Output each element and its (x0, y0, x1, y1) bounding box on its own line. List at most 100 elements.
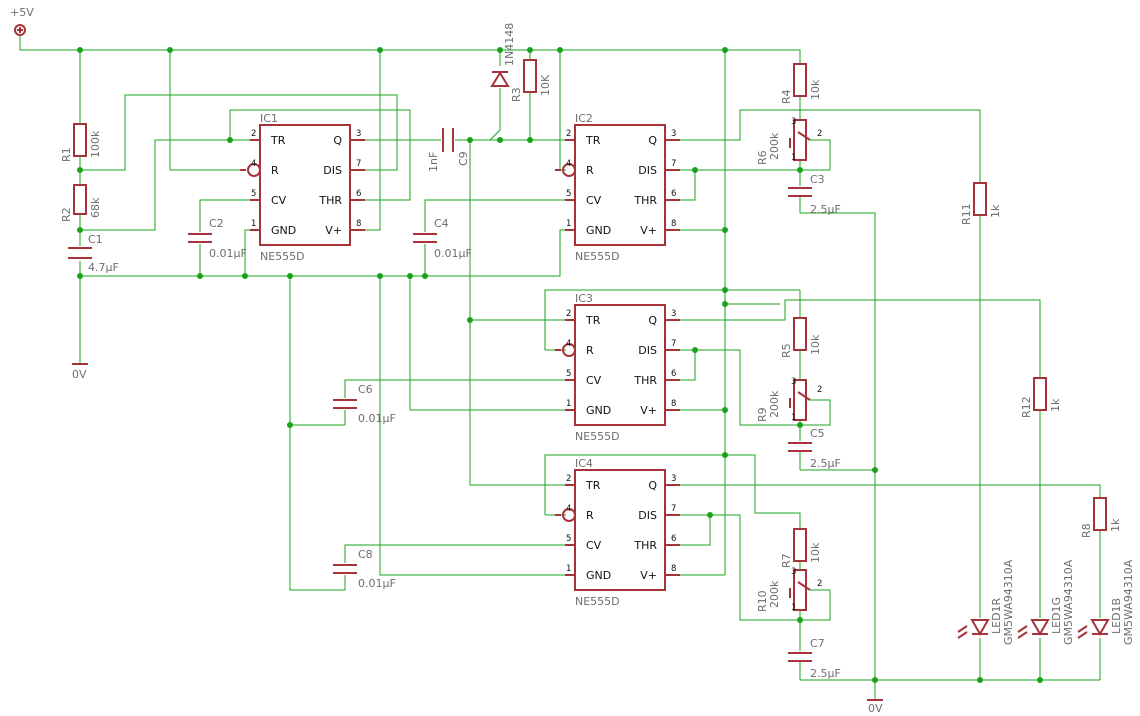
svg-text:6: 6 (356, 189, 361, 199)
diode-1n4148: 1N4148 (490, 23, 516, 87)
pin-label: Q (648, 479, 657, 492)
pin-label: DIS (638, 344, 657, 357)
potentiometer-r9-name: R9 (756, 407, 769, 422)
potentiometer-r9: 321 R9 200k (756, 377, 822, 423)
junction-dot (872, 467, 878, 473)
resistor-r1: R1 100k (60, 123, 102, 162)
svg-text:4: 4 (566, 339, 571, 349)
pin-label: TR (585, 134, 601, 147)
resistor-r5-name: R5 (780, 343, 793, 358)
svg-text:2: 2 (566, 474, 571, 484)
capacitor-c2: C2 0.01µF (188, 217, 247, 260)
svg-text:1: 1 (566, 564, 571, 574)
junction-dot (557, 47, 563, 53)
capacitor-c5-value: 2.5µF (810, 457, 841, 470)
reset-inverter-bubble (247, 163, 261, 177)
junction-dot (692, 347, 698, 353)
junction-dot (722, 287, 728, 293)
ground-symbol-right: 0V (867, 699, 883, 715)
junction-dot (242, 273, 248, 279)
svg-text:3: 3 (791, 567, 796, 577)
capacitor-c1-value: 4.7µF (88, 261, 119, 274)
potentiometer-r6: 321 R6 200k (756, 117, 822, 165)
resistor-r11-value: 1k (989, 204, 1002, 218)
junction-dot (422, 273, 428, 279)
resistor-r12-value: 1k (1049, 398, 1062, 412)
junction-dot (722, 227, 728, 233)
led-1b: LED1B GM5WA94310A (1077, 559, 1135, 645)
pin-label: CV (586, 374, 602, 387)
svg-text:7: 7 (356, 159, 361, 169)
junction-dot (527, 137, 533, 143)
capacitor-c1: C1 4.7µF (68, 233, 119, 274)
junction-dot (797, 167, 803, 173)
resistor-r4: R4 10k (780, 63, 822, 104)
capacitor-c5: C5 2.5µF (788, 427, 841, 470)
junction-dot (797, 422, 803, 428)
capacitor-c6-name: C6 (358, 383, 373, 396)
pin-label: GND (586, 569, 611, 582)
capacitor-c7-value: 2.5µF (810, 667, 841, 680)
svg-text:8: 8 (671, 219, 676, 229)
resistor-r8-name: R8 (1080, 523, 1093, 538)
pin-label: V+ (640, 404, 657, 417)
capacitor-c8-name: C8 (358, 548, 373, 561)
junction-dot (1037, 677, 1043, 683)
svg-text:2: 2 (251, 129, 256, 139)
ground-label: 0V (72, 368, 87, 381)
pin-label: Q (648, 314, 657, 327)
capacitor-c2-value: 0.01µF (209, 247, 247, 260)
capacitor-c5-name: C5 (810, 427, 825, 440)
svg-text:2: 2 (817, 385, 822, 395)
capacitor-c1-name: C1 (88, 233, 103, 246)
junction-dot (722, 407, 728, 413)
resistor-r2-name: R2 (60, 207, 73, 222)
resistor-r5: R5 10k (780, 317, 822, 358)
svg-text:3: 3 (671, 129, 676, 139)
junction-dot (407, 273, 413, 279)
ic-2-value: NE555D (575, 250, 620, 263)
pin-label: TR (585, 314, 601, 327)
resistor-r11: R11 1k (960, 182, 1002, 225)
junction-dot (287, 273, 293, 279)
junction-dot (377, 47, 383, 53)
potentiometer-r10-value: 200k (768, 580, 781, 608)
resistor-r3-name: R3 (510, 87, 523, 102)
resistor-r7: R7 10k (780, 528, 822, 568)
reset-inverter-bubble (562, 508, 576, 522)
capacitor-c7-name: C7 (810, 637, 825, 650)
resistor-r8: R8 1k (1080, 497, 1122, 538)
resistor-r8-value: 1k (1109, 518, 1122, 532)
svg-text:7: 7 (671, 339, 676, 349)
pin-label: DIS (323, 164, 342, 177)
potentiometer-r9-value: 200k (768, 390, 781, 418)
pin-label: TR (585, 479, 601, 492)
ic-4-name: IC4 (575, 457, 593, 470)
svg-text:5: 5 (566, 369, 571, 379)
pin-label: TR (270, 134, 286, 147)
pin-label: DIS (638, 164, 657, 177)
resistor-r7-value: 10k (809, 542, 822, 563)
junction-dot (227, 137, 233, 143)
junction-dot (467, 317, 473, 323)
pin-label: THR (633, 374, 657, 387)
ic-4-value: NE555D (575, 595, 620, 608)
capacitor-c3: C3 2.5µF (788, 173, 841, 216)
resistor-r4-value: 10k (809, 79, 822, 100)
svg-text:3: 3 (671, 309, 676, 319)
junction-dot (287, 422, 293, 428)
svg-text:3: 3 (791, 377, 796, 387)
resistor-r12: R12 1k (1020, 377, 1062, 418)
resistor-r2: R2 68k (60, 184, 102, 222)
svg-text:3: 3 (356, 129, 361, 139)
svg-text:2: 2 (566, 129, 571, 139)
svg-text:8: 8 (671, 564, 676, 574)
capacitor-c8: C8 0.01µF (333, 548, 396, 590)
led-1b-value: GM5WA94310A (1122, 559, 1135, 645)
potentiometer-r6-value: 200k (768, 132, 781, 160)
led-1g-value: GM5WA94310A (1062, 559, 1075, 645)
pin-label: GND (271, 224, 296, 237)
